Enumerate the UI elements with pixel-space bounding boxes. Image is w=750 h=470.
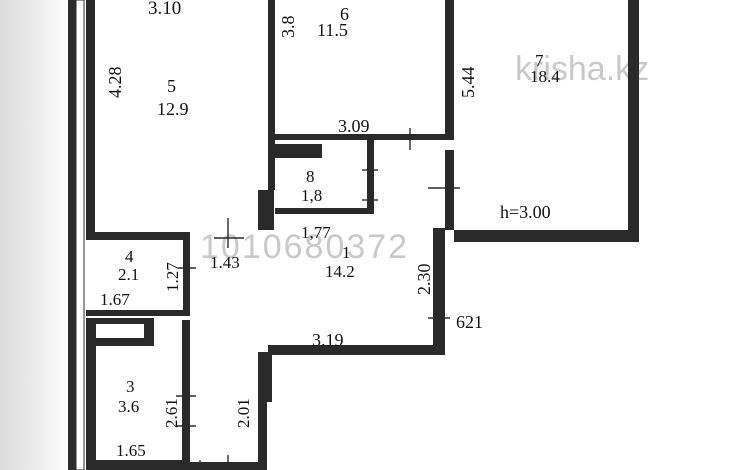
dim-3-09: 3.09 — [338, 116, 370, 136]
wall-hall-bottom — [268, 345, 445, 355]
wall-room4-top — [86, 232, 190, 240]
wall-room7-right — [628, 0, 639, 242]
door-marks — [176, 128, 460, 470]
dim-1-65: 1.65 — [116, 441, 146, 460]
dim-1-27: 1.27 — [163, 262, 182, 292]
dim-1-43: 1.43 — [210, 253, 240, 272]
room7-area: 18.4 — [530, 67, 560, 86]
watermark-site: krisha.kz — [515, 50, 649, 88]
dim-2-01: 2.01 — [234, 398, 253, 428]
dim-3-8: 3.8 — [278, 16, 298, 39]
wall-room8-bottom — [275, 208, 374, 214]
room1-number: 1 — [342, 243, 351, 262]
wall-room3-bottom — [86, 460, 190, 470]
wall-room4-bottom — [86, 310, 190, 316]
wall-room5-room6 — [268, 0, 275, 190]
room8-area: 1,8 — [301, 186, 322, 205]
wall-room8-niche — [274, 144, 322, 158]
room1-area: 14.2 — [325, 262, 355, 281]
dim-3-19: 3.19 — [312, 330, 344, 350]
wall-room4-right — [183, 240, 190, 315]
wall-room6-bottom — [275, 134, 445, 140]
room4-area: 2.1 — [118, 265, 139, 284]
dim-621: 621 — [456, 312, 483, 332]
watermark-id: 1010680372 — [200, 228, 409, 266]
room4-number: 4 — [125, 247, 134, 266]
room5-area: 12.9 — [157, 99, 189, 119]
room5-number: 5 — [167, 76, 176, 96]
dim-3-10: 3.10 — [148, 0, 181, 19]
wall-entrance-bottom — [190, 462, 260, 470]
wall-room6-right — [445, 0, 454, 140]
dim-4-28: 4.28 — [105, 67, 125, 99]
room3-area: 3.6 — [118, 397, 139, 416]
room3-number: 3 — [126, 377, 135, 396]
wall-room3-right — [182, 320, 190, 470]
wall-hall-right — [433, 228, 445, 350]
dim-1-67: 1.67 — [100, 290, 130, 309]
room8-number: 8 — [306, 167, 315, 186]
wall-room7-left — [445, 150, 454, 230]
room7-number: 7 — [535, 51, 544, 70]
dim-2-30: 2.30 — [414, 264, 434, 296]
wall-entrance-right-lower — [258, 400, 267, 470]
wall-entrance-right — [258, 352, 272, 402]
wall-room3-left — [86, 346, 96, 470]
wall-stub-room5 — [258, 190, 274, 230]
wall-room5-left — [86, 0, 95, 232]
dim-1-77: 1,77 — [301, 223, 331, 242]
outer-wall-left — [68, 0, 76, 470]
outer-wall-left-inner — [75, 0, 85, 470]
room6-area: 11.5 — [317, 20, 348, 40]
wall-room3-niche — [96, 324, 144, 338]
dim-2-61: 2.61 — [162, 398, 181, 428]
wall-room7-bottom — [454, 230, 639, 242]
ceiling-height: h=3.00 — [500, 202, 551, 222]
room6-number: 6 — [340, 4, 349, 24]
dim-5-44: 5.44 — [458, 67, 478, 99]
wall-room8-right — [367, 140, 374, 214]
